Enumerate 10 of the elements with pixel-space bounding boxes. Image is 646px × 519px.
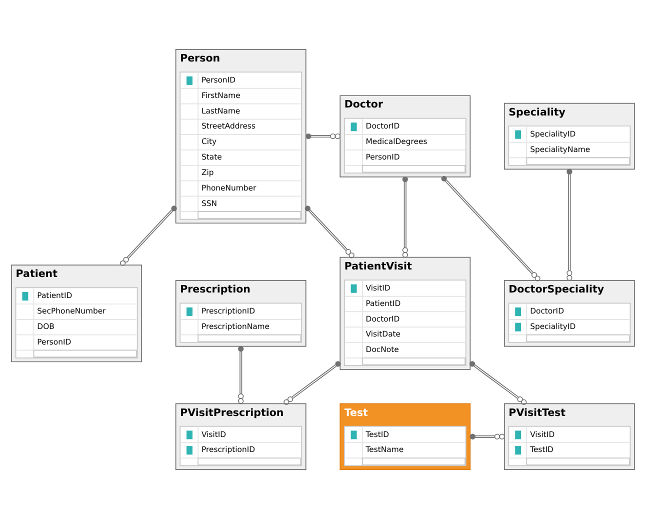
connector	[402, 176, 408, 258]
connector	[304, 206, 354, 258]
connector	[441, 176, 540, 282]
connector	[238, 346, 244, 404]
connector	[566, 168, 572, 281]
connector	[306, 133, 340, 140]
connector	[470, 434, 505, 440]
connector	[469, 361, 527, 405]
connector	[120, 206, 177, 266]
connector	[284, 361, 341, 405]
